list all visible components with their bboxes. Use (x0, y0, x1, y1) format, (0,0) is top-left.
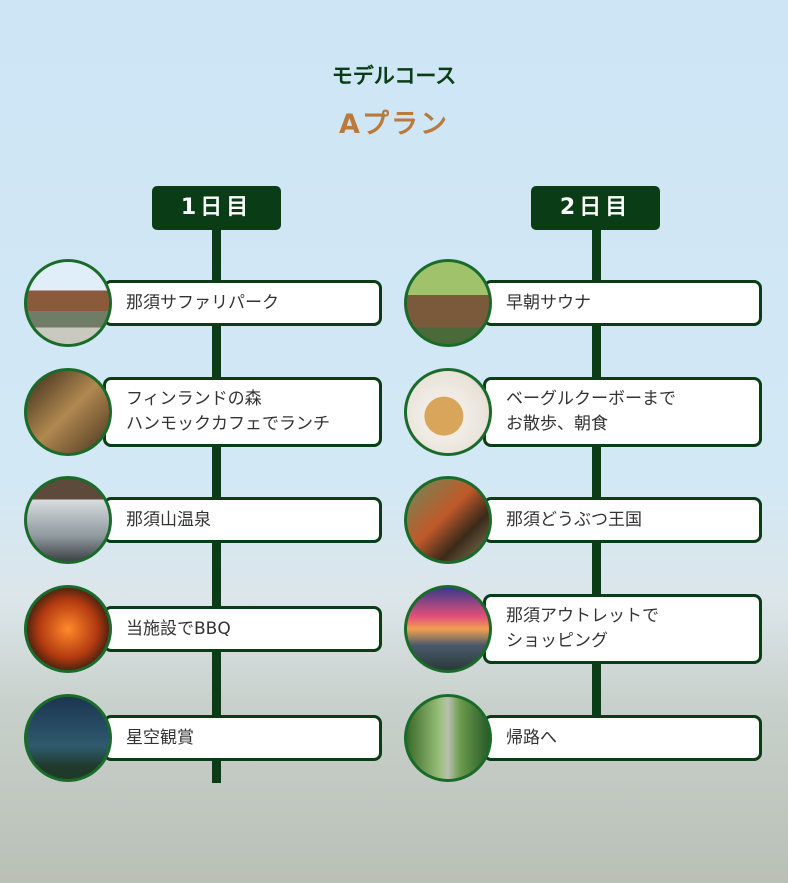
course-item-label: 那須サファリパーク (103, 280, 382, 326)
plan-title: Aプラン (339, 109, 449, 140)
day2-timeline (592, 225, 601, 735)
section-title: モデルコース (331, 64, 457, 88)
hot-spring-photo (24, 476, 112, 564)
day2-badge: 2日目 (531, 186, 660, 230)
day1-badge: 1日目 (152, 186, 281, 230)
starry-sky-photo (24, 694, 112, 782)
course-item-text: 那須どうぶつ王国 (506, 509, 642, 530)
red-panda-photo (404, 476, 492, 564)
bagel-photo (404, 368, 492, 456)
course-item-text: 那須アウトレットで ショッピング (506, 606, 659, 651)
course-item-label: 帰路へ (483, 715, 762, 761)
course-item-label: 早朝サウナ (483, 280, 762, 326)
course-item-text: ベーグルクーボーまで お散歩、朝食 (506, 389, 676, 434)
forest-road-photo (404, 694, 492, 782)
bbq-grill-photo (24, 585, 112, 673)
course-item-label: 当施設でBBQ (103, 606, 382, 652)
course-item-text: フィンランドの森 ハンモックカフェでランチ (126, 389, 330, 434)
course-item-text: 那須山温泉 (126, 509, 211, 530)
course-item-text: 星空観賞 (126, 727, 194, 748)
course-item-label: 那須アウトレットで ショッピング (483, 594, 762, 664)
sauna-cabin-photo (404, 259, 492, 347)
safari-park-gate-photo (24, 259, 112, 347)
course-item-label: 那須山温泉 (103, 497, 382, 543)
course-item-text: 早朝サウナ (506, 292, 591, 313)
course-item-text: 帰路へ (506, 727, 557, 748)
hammock-cafe-photo (24, 368, 112, 456)
course-item-label: 星空観賞 (103, 715, 382, 761)
sunset-outlet-photo (404, 585, 492, 673)
course-item-text: 当施設でBBQ (126, 618, 231, 639)
course-item-text: 那須サファリパーク (126, 292, 279, 313)
course-item-label: ベーグルクーボーまで お散歩、朝食 (483, 377, 762, 447)
course-item-label: フィンランドの森 ハンモックカフェでランチ (103, 377, 382, 447)
course-item-label: 那須どうぶつ王国 (483, 497, 762, 543)
